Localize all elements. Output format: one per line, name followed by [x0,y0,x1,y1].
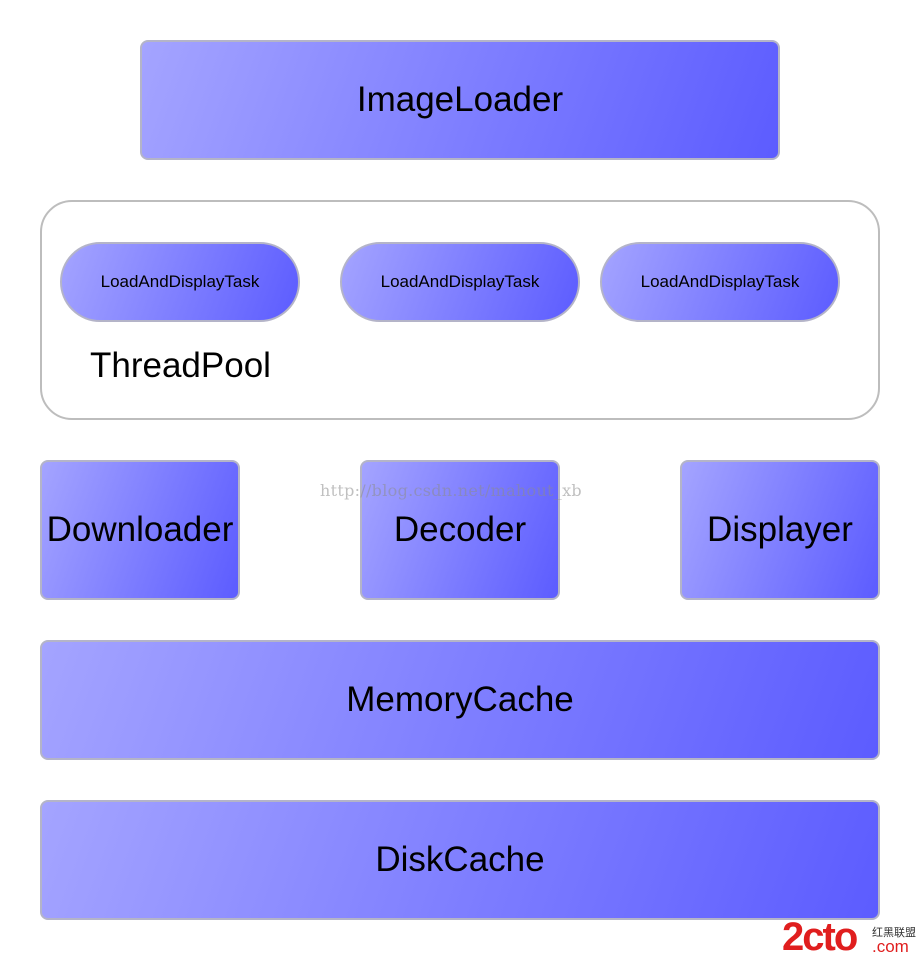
displayer-block: Displayer [680,460,880,600]
downloader-label: Downloader [46,510,234,549]
watermark-text: http://blog.csdn.net/mahout_xb [320,481,582,500]
downloader-block: Downloader [40,460,240,600]
displayer-label: Displayer [707,510,853,549]
load-and-display-task: LoadAndDisplayTask [340,242,580,322]
diskcache-block: DiskCache [40,800,880,920]
memorycache-label: MemoryCache [346,680,574,719]
diskcache-label: DiskCache [375,840,545,879]
memorycache-block: MemoryCache [40,640,880,760]
site-logo-icon: 2cto 红黑联盟 .com [782,915,916,956]
task-label: LoadAndDisplayTask [100,272,260,291]
task-label: LoadAndDisplayTask [380,272,540,291]
decoder-block: Decoder [360,460,560,600]
svg-text:2cto: 2cto [782,915,857,956]
threadpool-container: LoadAndDisplayTask LoadAndDisplayTask Lo… [40,200,880,420]
imageloader-label: ImageLoader [356,80,564,119]
imageloader-block: ImageLoader [140,40,780,160]
task-label: LoadAndDisplayTask [640,272,800,291]
load-and-display-task: LoadAndDisplayTask [60,242,300,322]
threadpool-label: ThreadPool [90,346,271,385]
load-and-display-task: LoadAndDisplayTask [600,242,840,322]
decoder-label: Decoder [393,510,527,549]
svg-text:.com: .com [872,937,909,956]
svg-text:红黑联盟: 红黑联盟 [872,926,916,939]
